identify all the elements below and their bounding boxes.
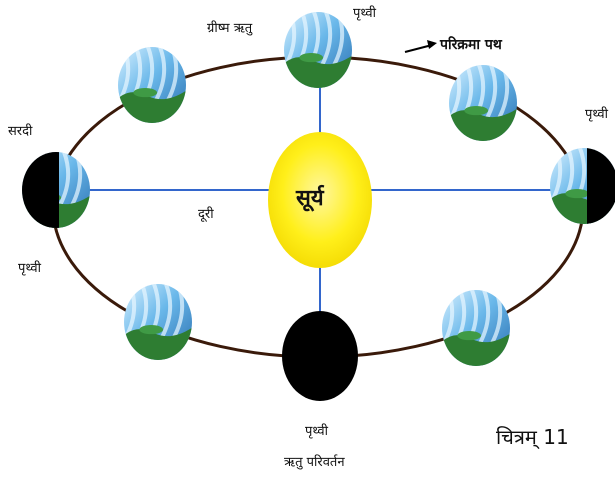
sun-label: सूर्य [296,188,324,210]
earth-globe-icon [22,152,90,228]
earth-globe-icon [550,148,615,224]
distance-label: दूरी [198,208,214,221]
earth-label-right: पृथ्वी [585,108,608,121]
figure-caption: चित्रम् 11 [496,427,569,447]
earth-label-bottom: पृथ्वी [305,425,328,438]
earth-globe-icon [449,65,517,141]
summer-label: ग्रीष्म ऋतु [207,22,252,35]
season-change-label: ऋतु परिवर्तन [284,456,345,469]
arrow-right-icon [405,40,437,52]
winter-label: सरदी [8,125,32,138]
earth-globe-icon [118,47,186,123]
earth-globe-icon [124,284,192,360]
earth-globe-icon [284,12,352,88]
earth-globe-icon [442,290,510,366]
orbit-path-label: परिक्रमा पथ [440,38,502,52]
earth-globe-icon [282,311,358,401]
earth-label-left: पृथ्वी [18,262,41,275]
earth-label-top: पृथ्वी [353,7,376,20]
